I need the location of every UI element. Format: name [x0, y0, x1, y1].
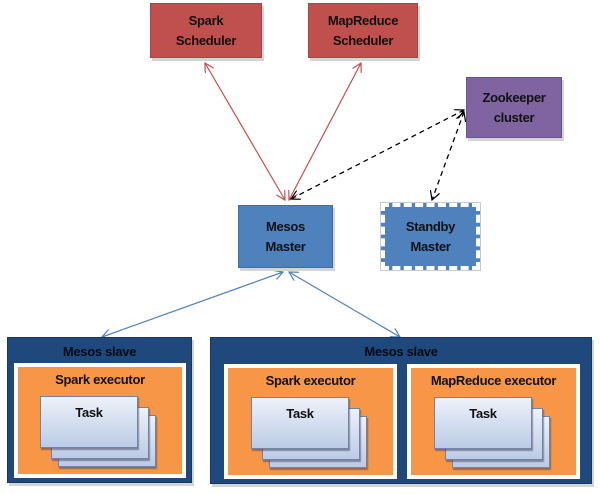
slave-2-spark-executor-title: Spark executor: [265, 373, 356, 388]
edge-zookeeper-standby: [432, 112, 464, 200]
mesos-master-node: Mesos Master: [238, 205, 333, 268]
mapreduce-scheduler-line1: MapReduce: [327, 12, 399, 28]
slave-2-mapreduce-executor: MapReduce executor Task: [407, 364, 580, 479]
zookeeper-line2: cluster: [493, 109, 535, 125]
slave-2-spark-executor-body: Spark executor Task: [228, 368, 393, 475]
standby-master-line2: Master: [410, 238, 451, 254]
edge-master-slave-2: [289, 272, 400, 337]
zookeeper-line1: Zookeeper: [482, 89, 546, 105]
spark-scheduler-node: Spark Scheduler: [150, 3, 262, 58]
task-card-front: Task: [251, 397, 349, 449]
edge-master-slave-1: [102, 272, 283, 337]
mesos-slave-1-title: Mesos slave: [62, 344, 137, 359]
slave-2-mapreduce-executor-title: MapReduce executor: [430, 373, 557, 388]
mesos-master-line2: Master: [265, 238, 306, 254]
spark-scheduler-line1: Spark: [188, 12, 224, 28]
edge-mapreduce-scheduler-master: [289, 63, 361, 200]
mapreduce-scheduler-line2: Scheduler: [332, 32, 394, 48]
edge-spark-scheduler-master: [205, 63, 285, 200]
task-label: Task: [75, 405, 103, 420]
mesos-master-line1: Mesos: [266, 218, 305, 234]
task-card-front: Task: [40, 396, 138, 448]
mesos-slave-2-title: Mesos slave: [364, 344, 438, 359]
slave-1-spark-executor-title: Spark executor: [55, 372, 145, 387]
standby-master-line1: Standby: [405, 218, 456, 234]
spark-scheduler-line2: Scheduler: [175, 32, 237, 48]
mesos-slave-2: Mesos slave Spark executor Task MapReduc…: [210, 337, 592, 484]
task-card-front: Task: [434, 397, 532, 449]
mesos-slave-1: Mesos slave Spark executor Task: [7, 337, 192, 483]
edge-zookeeper-master: [291, 110, 464, 199]
slave-2-mapreduce-executor-body: MapReduce executor Task: [411, 368, 576, 475]
standby-master-node: Standby Master: [380, 202, 481, 271]
zookeeper-cluster-node: Zookeeper cluster: [466, 77, 562, 138]
mapreduce-scheduler-node: MapReduce Scheduler: [308, 3, 418, 58]
slave-1-spark-executor: Spark executor Task: [14, 363, 186, 478]
slave-2-spark-executor: Spark executor Task: [224, 364, 397, 479]
slave-1-spark-executor-body: Spark executor Task: [18, 367, 182, 474]
task-label: Task: [469, 406, 497, 421]
task-label: Task: [286, 406, 314, 421]
